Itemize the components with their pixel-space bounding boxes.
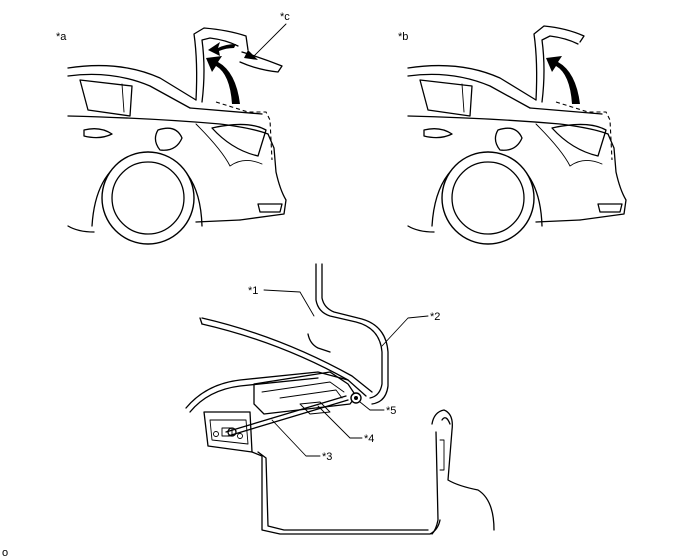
car-illustration-b <box>407 25 627 245</box>
label-view-b: *b <box>398 31 408 43</box>
label-c: *c <box>280 11 290 23</box>
trunk-hinge-detail <box>185 263 495 535</box>
corner-mark: o <box>2 547 8 559</box>
car-illustration-a <box>67 27 287 245</box>
label-4: *4 <box>364 433 374 445</box>
label-1: *1 <box>248 285 258 297</box>
label-3: *3 <box>322 451 332 463</box>
label-2: *2 <box>430 311 440 323</box>
label-view-a: *a <box>56 31 67 43</box>
label-5: *5 <box>386 405 396 417</box>
